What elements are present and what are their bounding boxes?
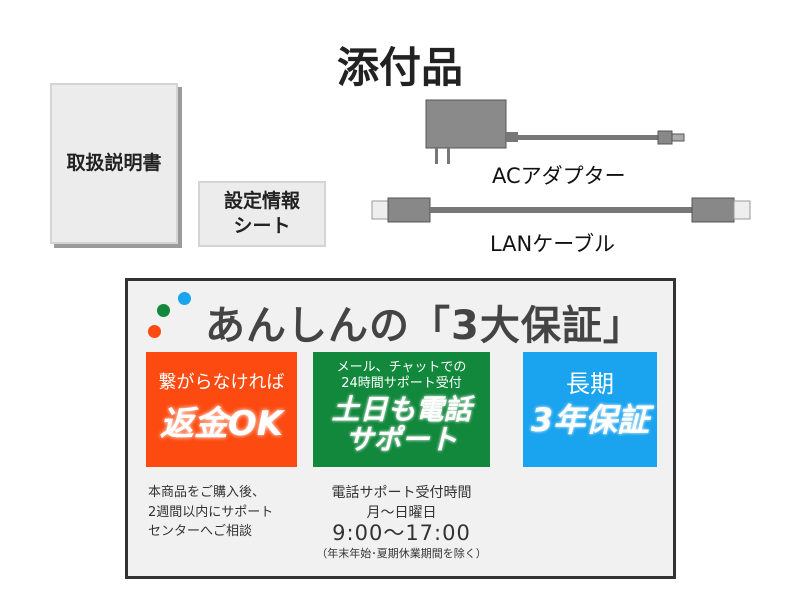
support-hours-label: 電話サポート受付時間	[331, 485, 472, 501]
refund-note-line: 2週間以内にサポート	[148, 504, 274, 520]
settings-sheet-label-2: シート	[233, 215, 291, 237]
refund-card: 繋がらなければ 返金OK	[146, 352, 297, 467]
support-hours-exclusion: （年末年始･夏期休業期間を除く）	[316, 547, 487, 561]
phone-support-card: メール、チャットでの 24時間サポート受付 土日も電話 サポート	[313, 352, 490, 467]
support-hours: 電話サポート受付時間 月～日曜日 9:00～17:00 （年末年始･夏期休業期間…	[313, 483, 490, 563]
red-dot-icon	[148, 325, 161, 338]
ac-adapter-icon	[425, 99, 685, 164]
refund-card-main: 返金OK	[159, 404, 284, 444]
lan-cable-label: LANケーブル	[490, 232, 615, 256]
phone-support-main-1: 土日も電話	[331, 392, 472, 426]
settings-sheet-illustration: 設定情報シート	[198, 181, 326, 247]
phone-support-top-1: メール、チャットでの	[336, 360, 467, 375]
warranty-card: 長期 3年保証	[523, 352, 657, 467]
manual-label: 取扱説明書	[66, 152, 162, 175]
settings-sheet-label-1: 設定情報	[223, 190, 300, 213]
page-title: 添付品	[336, 43, 463, 92]
support-hours-days: 月～日曜日	[366, 505, 437, 521]
support-hours-time: 9:00～17:00	[332, 521, 471, 546]
green-dot-icon	[157, 304, 170, 317]
manual-illustration: 取扱説明書	[50, 83, 178, 244]
warranty-card-main: 3年保証	[530, 401, 650, 439]
refund-note-line: 本商品をご購入後、	[148, 485, 266, 500]
phone-support-main-2: サポート	[345, 423, 458, 457]
warranty-card-top: 長期	[566, 370, 614, 398]
phone-support-top-2: 24時間サポート受付	[341, 376, 462, 392]
blue-dot-icon	[178, 292, 191, 305]
lan-cable-icon	[371, 197, 751, 223]
warranty-heading: あんしんの「3大保証」	[205, 303, 644, 349]
accessories-illustration	[371, 99, 751, 223]
ac-adapter-label: ACアダプター	[492, 164, 626, 188]
refund-note-line: センターへご相談	[148, 524, 253, 539]
refund-note: 本商品をご購入後、 2週間以内にサポート センターへご相談	[148, 483, 273, 542]
refund-card-top: 繋がらなければ	[158, 372, 285, 393]
